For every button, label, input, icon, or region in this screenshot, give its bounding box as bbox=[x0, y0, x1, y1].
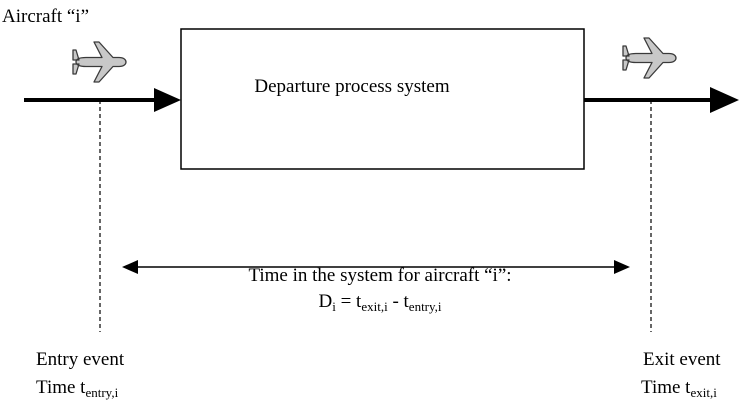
time-span-right-head bbox=[614, 260, 630, 274]
output-arrowhead bbox=[710, 87, 739, 113]
time-in-system-formula: Di = texit,i - tentry,i bbox=[318, 291, 442, 314]
time-in-system-caption: Time in the system for aircraft “i”: bbox=[248, 265, 512, 286]
exit-event-time: Time texit,i bbox=[641, 377, 717, 400]
aircraft-label: Aircraft “i” bbox=[2, 6, 90, 27]
process-box-label: Departure process system bbox=[254, 76, 450, 97]
exit-event-label: Exit event bbox=[643, 349, 721, 370]
process-box bbox=[180, 28, 585, 170]
entry-event-time: Time tentry,i bbox=[36, 377, 119, 400]
entry-event-label: Entry event bbox=[36, 349, 125, 370]
input-arrowhead bbox=[154, 88, 181, 112]
airplane-icon bbox=[72, 41, 127, 83]
airplane-icon bbox=[622, 37, 677, 79]
time-span-left-head bbox=[122, 260, 138, 274]
